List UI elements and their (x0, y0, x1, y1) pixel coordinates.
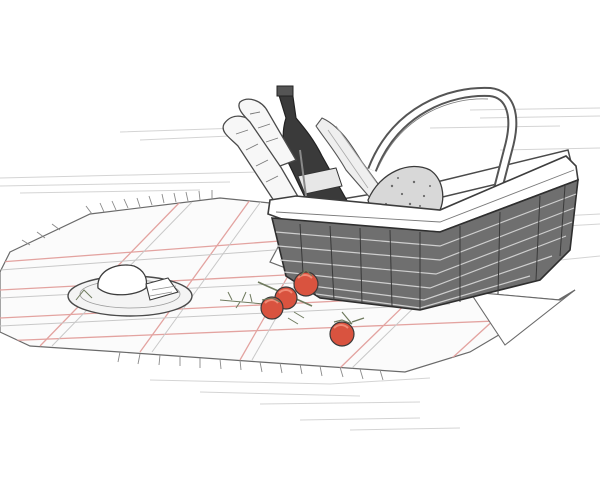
blanket-fold (468, 289, 576, 346)
plaid-blanket (0, 190, 576, 381)
bread-loaf-icon (367, 165, 444, 215)
cheese-plate-icon (67, 264, 193, 317)
basket-handle (367, 86, 518, 214)
cheese-wedge (97, 264, 148, 296)
cherry-tomato-icon (293, 269, 319, 297)
cherry-tomato-icon (260, 296, 284, 320)
picnic-basket (222, 85, 579, 311)
blanket-fringe (21, 190, 384, 381)
baguette-icon (222, 98, 301, 211)
cherry-tomatoes (257, 269, 365, 347)
cherry-tomato-icon (329, 311, 365, 347)
herb-sprig (219, 291, 265, 309)
